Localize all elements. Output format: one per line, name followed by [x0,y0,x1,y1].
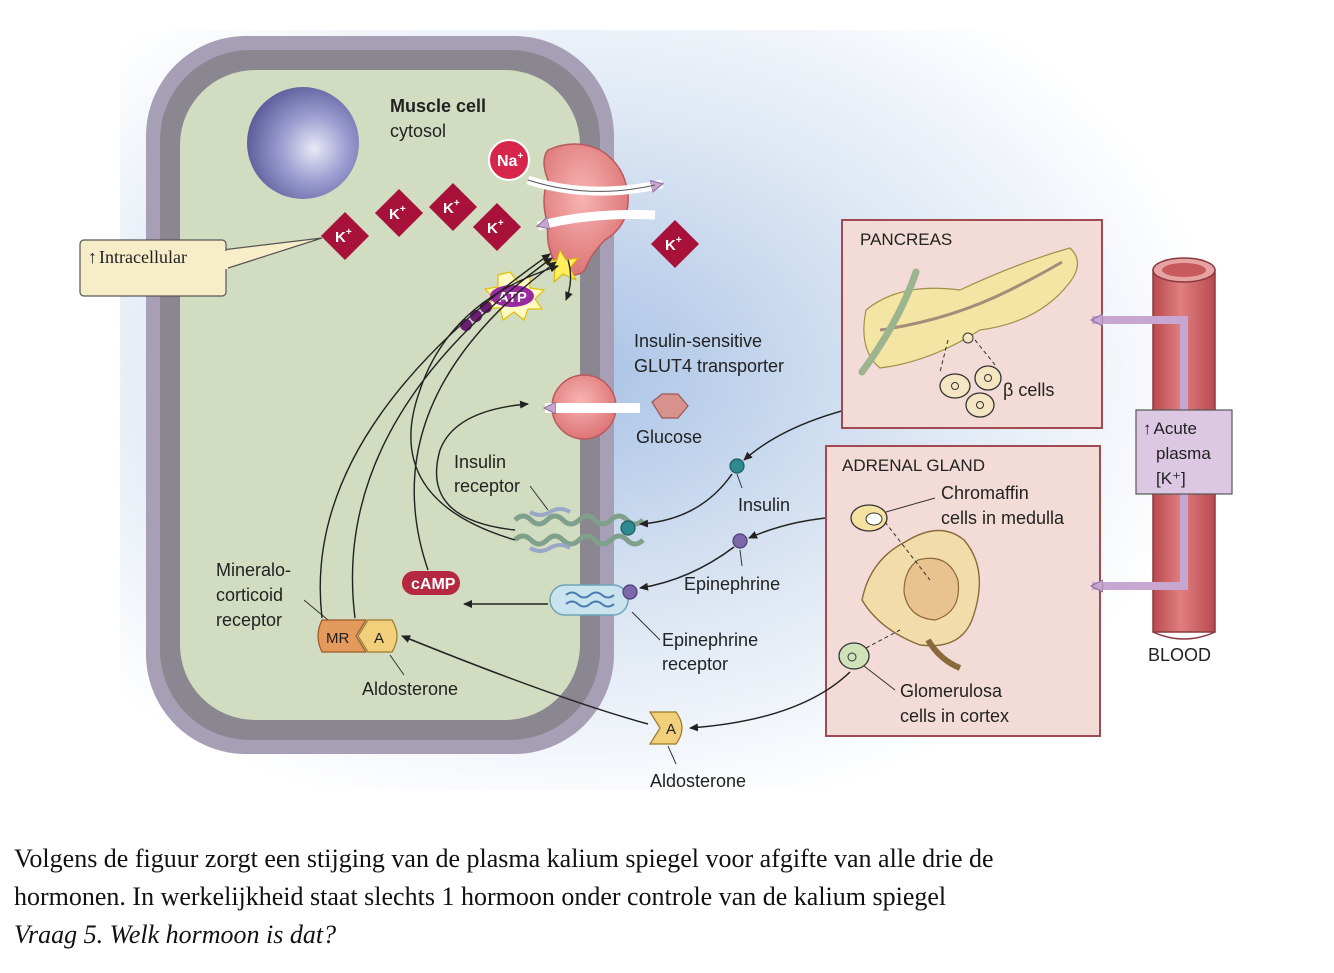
glucose-label: Glucose [636,427,702,447]
beta-cells-zoom-line-1 [939,339,949,373]
na-k-pump [543,143,629,276]
svg-text:K+: K+ [487,218,504,237]
na-export-arrow-outline [527,179,656,192]
question-text: Vraag 5. Welk hormoon is dat? [14,920,337,949]
adrenal-title: ADRENAL GLAND [842,456,985,475]
pancreas-vessel [858,268,920,376]
chromaffin-zoom-line [884,521,931,581]
signal-arrow-mr-2 [351,257,553,619]
plasma-to-pancreas-arrow [1092,320,1188,410]
mr-label-leader [303,599,329,621]
glomerulosa-label-2: cells in cortex [900,706,1009,726]
camp-label: cAMP [411,576,456,593]
pump-output-arrow [565,259,573,301]
cell-title: Muscle cell [390,96,486,116]
aldosterone-outside-symbol: A [666,721,676,738]
signal-arrow-camp [413,261,557,571]
epinephrine-receptor-label-2: receptor [662,654,728,674]
intracellular-callout-text: ↑Intracellular [88,247,187,267]
pancreatic-duct [879,260,1063,332]
plasma-to-adrenal-arrow [1092,494,1188,586]
aldosterone-entry-arrow [401,635,649,725]
epinephrine-label: Epinephrine [684,574,780,594]
adrenal-medulla [903,557,960,621]
chromaffin-label-2: cells in medulla [941,508,1065,528]
glut4-label-1: Insulin-sensitive [634,331,762,351]
cell-subtitle: cytosol [390,121,446,141]
k-ion-outside: K+ [650,219,700,269]
epinephrine-molecule [732,533,748,549]
question-caption: Volgens de figuur zorgt een stijging van… [14,840,1324,954]
aldosterone-molecule [648,711,683,745]
epinephrine-receptor [549,584,629,616]
svg-text:K+: K+ [335,227,352,246]
beta-cells-label: β cells [1003,380,1054,400]
aldosterone-release-arrow [689,671,851,732]
aldosterone-outside-leader [667,745,677,765]
epinephrine-leader [739,549,743,567]
mr-text: MR [326,630,349,647]
aldosterone-bound [357,619,398,653]
signal-arrow-mr [319,253,551,619]
acute-plasma-k-line3: [K⁺] [1156,469,1186,488]
caption-line-1: Volgens de figuur zorgt een stijging van… [14,844,994,873]
svg-text:K+: K+ [665,235,682,254]
chromaffin-label-1: Chromaffin [941,483,1029,503]
mr-label-3: receptor [216,610,282,630]
k-ion-3: K+ [428,182,478,232]
epinephrine-receptor-label-1: Epinephrine [662,630,758,650]
acute-plasma-k-line2: plasma [1156,444,1211,463]
insulin-molecule [729,458,745,474]
epinephrine-receptor-leader [631,611,661,641]
pancreas-title: PANCREAS [860,230,952,249]
epinephrine-to-receptor-arrow [639,546,735,591]
acute-plasma-k-line1: ↑Acute [1143,419,1197,438]
glomerulosa-label-1: Glomerulosa [900,681,1003,701]
nucleus [247,87,359,199]
k-import-arrow [538,209,656,231]
caption-line-2: hormonen. In werkelijkheid staat slechts… [14,882,947,911]
na-ion-label: Na+ [497,151,523,170]
insulin-receptor-label-2: receptor [454,476,520,496]
glomerulosa-cell [838,642,870,670]
aldosterone-outside-label: Aldosterone [650,771,746,791]
beta-cells [939,365,1002,418]
glucose-molecule [651,393,689,419]
acute-plasma-k-box [1135,409,1233,495]
beta-cells-zoom-line-2 [974,339,997,367]
signal-arrow-insulin-pump [410,264,559,541]
signal-arrow-insulin-glut4 [435,400,529,531]
na-ion [488,139,530,181]
mr-complex [317,619,368,653]
insulin-to-receptor-arrow [639,473,733,528]
insulin-receptor-label-1: Insulin [454,452,506,472]
hormonal-regulation-diagram: Muscle cell cytosol Na+ K+ K+ K+ K+ K+ ↑… [79,30,1233,791]
insulin-receptor-leader [529,485,549,511]
mr-a-text: A [374,630,384,647]
glut4-label-2: GLUT4 transporter [634,356,784,376]
blood-label: BLOOD [1148,645,1211,665]
islet-marker [962,332,974,344]
camp-badge [402,571,460,595]
chromaffin-leader [885,497,936,513]
insulin-receptor [513,507,645,553]
k-ion-2: K+ [374,188,424,238]
svg-text:K+: K+ [443,198,460,217]
insulin-leader [736,473,743,489]
mr-label-2: corticoid [216,585,283,605]
svg-text:K+: K+ [389,204,406,223]
k-ion-1: K+ [320,211,370,261]
aldosterone-inside-leader [389,654,405,676]
insulin-label: Insulin [738,495,790,515]
adrenal-stalk [925,638,962,671]
glomerulosa-leader [863,665,896,691]
epinephrine-bound [622,584,638,600]
insulin-bound [620,520,636,536]
k-ion-4: K+ [472,202,522,252]
aldosterone-inside-label: Aldosterone [362,679,458,699]
mr-label-1: Mineralo- [216,560,291,580]
